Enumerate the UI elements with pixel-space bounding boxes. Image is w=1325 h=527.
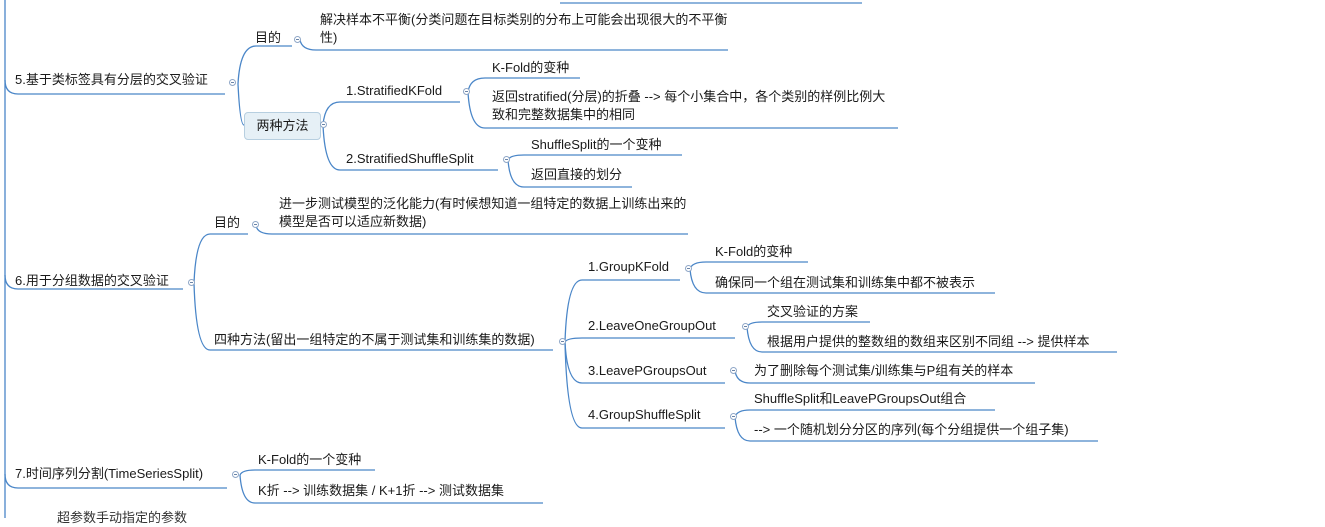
node-gss-combo[interactable]: ShuffleSplit和LeavePGroupsOut组合	[754, 391, 967, 406]
node-tss-variant[interactable]: K-Fold的一个变种	[258, 452, 362, 467]
collapse-toggle-icon[interactable]	[463, 88, 470, 95]
node-stratified-cv[interactable]: 5.基于类标签具有分层的交叉验证	[15, 72, 208, 87]
node-5-methods[interactable]: 两种方法	[244, 112, 321, 140]
node-6-methods[interactable]: 四种方法(留出一组特定的不属于测试集和训练集的数据)	[214, 332, 535, 347]
node-6-goal-text[interactable]: 进一步测试模型的泛化能力(有时候想知道一组特定的数据上训练出来的模型是否可以适应…	[279, 196, 687, 229]
node-group-shuffle-split[interactable]: 4.GroupShuffleSplit	[588, 407, 701, 422]
node-group-kfold-desc[interactable]: 确保同一个组在测试集和训练集中都不被表示	[715, 275, 976, 290]
node-group-kfold[interactable]: 1.GroupKFold	[588, 259, 669, 274]
node-lpgo-desc[interactable]: 为了删除每个测试集/训练集与P组有关的样本	[754, 363, 1014, 378]
node-group-cv[interactable]: 6.用于分组数据的交叉验证	[15, 273, 169, 288]
node-stratified-kfold[interactable]: 1.StratifiedKFold	[346, 83, 443, 98]
node-stratified-kfold-variant[interactable]: K-Fold的变种	[492, 60, 570, 75]
node-sss-desc[interactable]: 返回直接的划分	[531, 167, 623, 182]
collapse-toggle-icon[interactable]	[320, 121, 327, 128]
node-leave-p-groups-out[interactable]: 3.LeavePGroupsOut	[588, 363, 707, 378]
node-group-kfold-variant[interactable]: K-Fold的变种	[715, 244, 793, 259]
node-5-goal-text[interactable]: 解决样本不平衡(分类问题在目标类别的分布上可能会出现很大的不平衡性)	[320, 12, 728, 45]
node-stratified-kfold-desc[interactable]: 返回stratified(分层)的折叠 --> 每个小集合中，各个类别的样例比例…	[492, 89, 886, 122]
node-5-goal[interactable]: 目的	[255, 30, 282, 45]
collapse-toggle-icon[interactable]	[730, 367, 737, 374]
node-gss-desc[interactable]: --> 一个随机划分分区的序列(每个分组提供一个组子集)	[754, 422, 1069, 437]
node-6-goal[interactable]: 目的	[214, 215, 241, 230]
node-stratified-shuffle-split[interactable]: 2.StratifiedShuffleSplit	[346, 151, 474, 166]
node-logo-scheme[interactable]: 交叉验证的方案	[767, 304, 859, 319]
collapse-toggle-icon[interactable]	[232, 471, 239, 478]
collapse-toggle-icon[interactable]	[503, 156, 510, 163]
collapse-toggle-icon[interactable]	[229, 79, 236, 86]
node-tss-desc[interactable]: K折 --> 训练数据集 / K+1折 --> 测试数据集	[258, 483, 504, 498]
node-sss-variant[interactable]: ShuffleSplit的一个变种	[531, 137, 662, 152]
collapse-toggle-icon[interactable]	[294, 36, 301, 43]
node-leave-one-group-out[interactable]: 2.LeaveOneGroupOut	[588, 318, 716, 333]
node-logo-desc[interactable]: 根据用户提供的整数组的数组来区别不同组 --> 提供样本	[767, 334, 1090, 349]
node-time-series-split[interactable]: 7.时间序列分割(TimeSeriesSplit)	[15, 466, 204, 481]
node-hyperparameters-partial[interactable]: 超参数手动指定的参数	[57, 510, 188, 525]
collapse-toggle-icon[interactable]	[188, 279, 195, 286]
collapse-toggle-icon[interactable]	[730, 413, 737, 420]
collapse-toggle-icon[interactable]	[685, 265, 692, 272]
collapse-toggle-icon[interactable]	[742, 323, 749, 330]
collapse-toggle-icon[interactable]	[252, 221, 259, 228]
collapse-toggle-icon[interactable]	[559, 338, 566, 345]
